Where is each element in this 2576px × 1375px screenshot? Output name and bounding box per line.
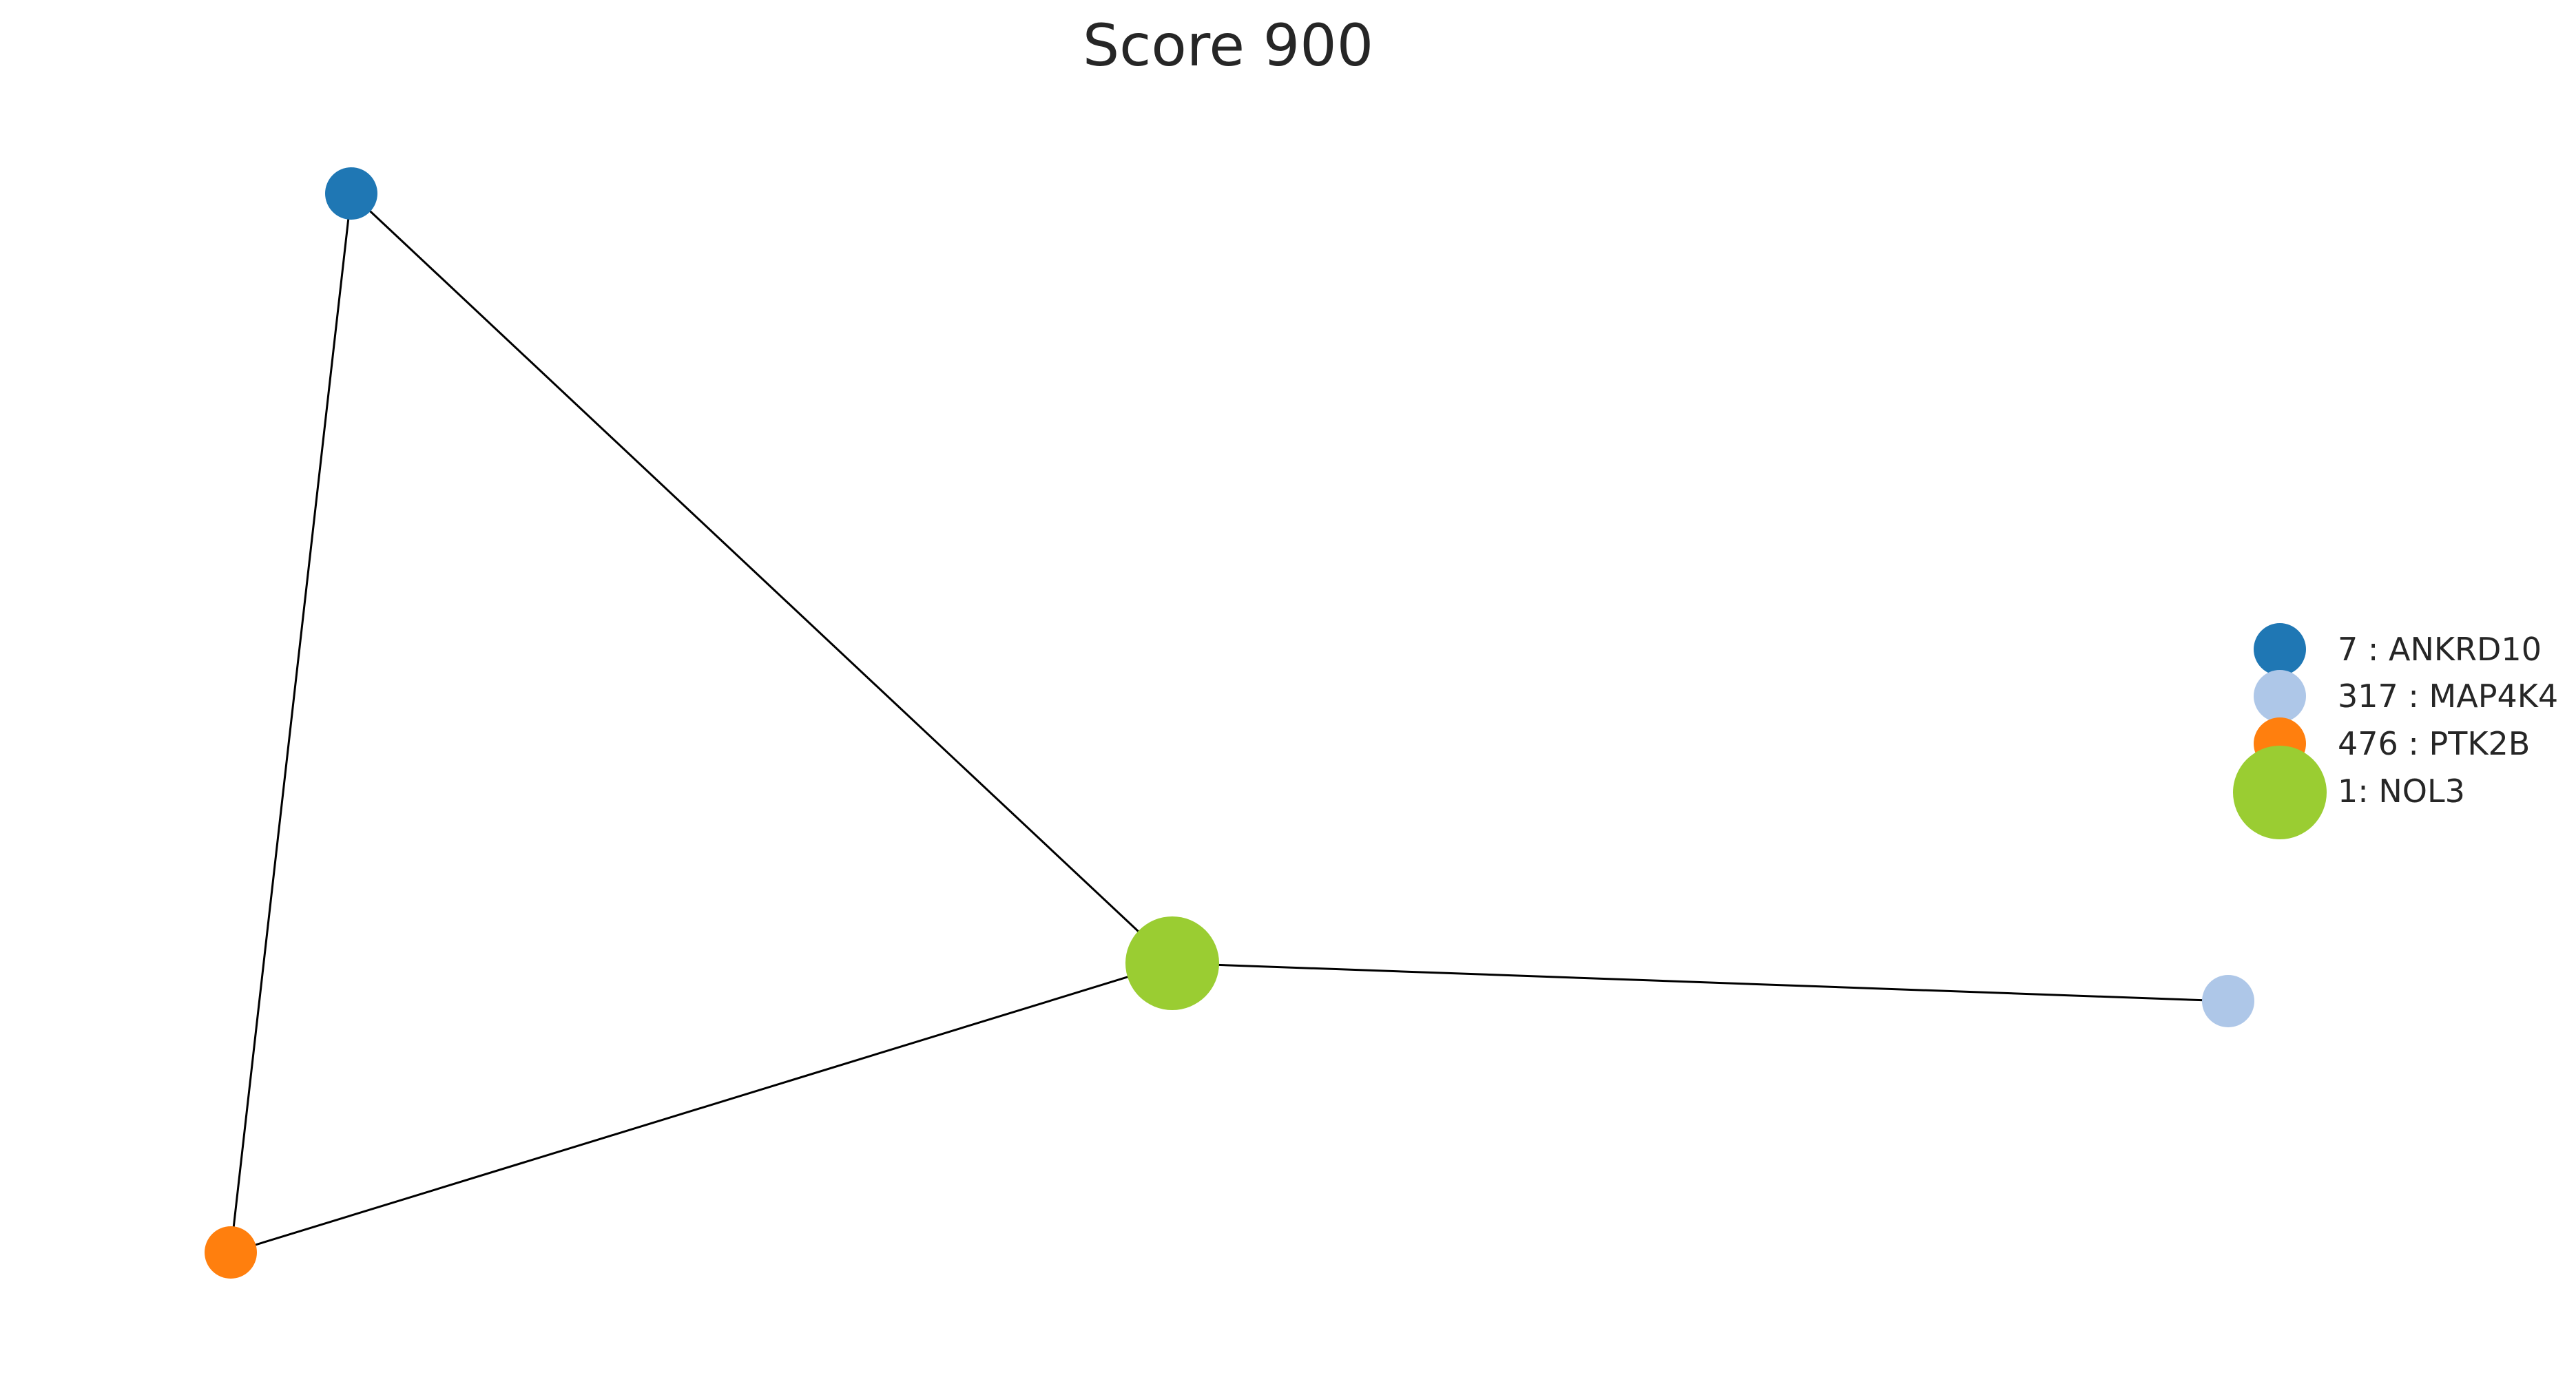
edge-ptk2b-nol3 — [230, 962, 1173, 1254]
edge-ankrd10-nol3 — [350, 192, 1174, 965]
legend-label-ankrd10: 7 : ANKRD10 — [2338, 631, 2542, 668]
legend: 7 : ANKRD10 317 : MAP4K4 476 : PTK2B 1: … — [2233, 623, 2558, 839]
node-ankrd10 — [325, 167, 377, 220]
edges-layer — [229, 192, 2229, 1254]
legend-item-nol3: 1: NOL3 — [2233, 746, 2465, 839]
legend-label-nol3: 1: NOL3 — [2338, 773, 2465, 810]
edge-ankrd10-ptk2b — [229, 193, 353, 1253]
legend-item-ankrd10: 7 : ANKRD10 — [2254, 623, 2542, 675]
node-map4k4 — [2202, 975, 2254, 1027]
legend-marker-ankrd10 — [2254, 623, 2306, 675]
edge-nol3-map4k4 — [1172, 962, 2229, 1003]
node-ptk2b — [205, 1226, 257, 1279]
legend-label-map4k4: 317 : MAP4K4 — [2338, 678, 2558, 715]
legend-marker-map4k4 — [2254, 670, 2306, 722]
nodes-layer — [205, 167, 2254, 1279]
legend-label-ptk2b: 476 : PTK2B — [2338, 725, 2530, 762]
node-nol3 — [1125, 916, 1219, 1010]
legend-marker-nol3 — [2233, 746, 2327, 839]
legend-item-map4k4: 317 : MAP4K4 — [2254, 670, 2558, 722]
diagram-title: Score 900 — [1083, 12, 1373, 79]
